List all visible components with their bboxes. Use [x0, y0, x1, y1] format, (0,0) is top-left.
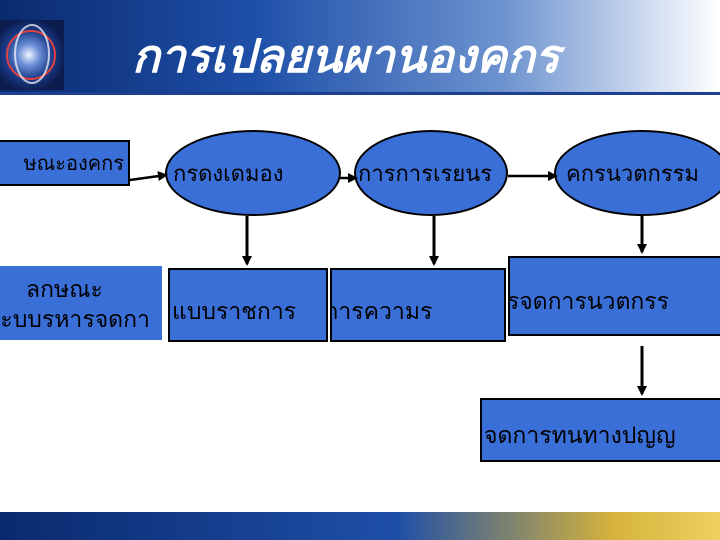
- slide-footer-bar: [0, 512, 720, 540]
- intellectual-capital-box: จดการทนทางปญญ: [480, 398, 720, 462]
- slide-title: การเปลยนผานองคกร: [132, 29, 560, 83]
- innovation-management-label: การจดการนวตกรร: [508, 289, 670, 315]
- innovation-management-box: การจดการนวตกรร: [508, 256, 720, 336]
- slide-header-bar: [0, 0, 720, 92]
- bureaucracy-label: แบบราชการ: [172, 299, 297, 325]
- header-divider: [0, 92, 720, 95]
- knowledge-management-box: จดการความร: [330, 268, 506, 342]
- management-system-line1: ลกษณะ: [26, 277, 103, 303]
- arrow-box-to-ellipse1: [129, 171, 168, 182]
- globe-orbit-icon: [14, 24, 50, 84]
- intellectual-capital-label: จดการทนทางปญญ: [484, 423, 676, 449]
- management-system-line2: ระบบรหารจดกา: [0, 307, 150, 333]
- globe-logo-icon: [0, 20, 64, 90]
- org-characteristics-box: ษณะองคกร: [0, 140, 130, 186]
- learning-org-label: การการเรยนร: [358, 161, 493, 187]
- bureaucracy-box: แบบราชการ: [168, 268, 328, 342]
- traditional-org-ellipse: กรดงเดมอง: [165, 130, 341, 216]
- innovation-org-ellipse: คกรนวตกรรม: [554, 130, 720, 216]
- knowledge-management-label: จดการความร: [332, 299, 433, 325]
- innovation-org-label: คกรนวตกรรม: [566, 161, 699, 187]
- traditional-org-label: กรดงเดมอง: [173, 161, 284, 187]
- management-system-box: ลกษณะ ระบบรหารจดกา: [0, 266, 162, 340]
- learning-org-ellipse: การการเรยนร: [354, 130, 508, 216]
- org-characteristics-label: ษณะองคกร: [23, 151, 125, 175]
